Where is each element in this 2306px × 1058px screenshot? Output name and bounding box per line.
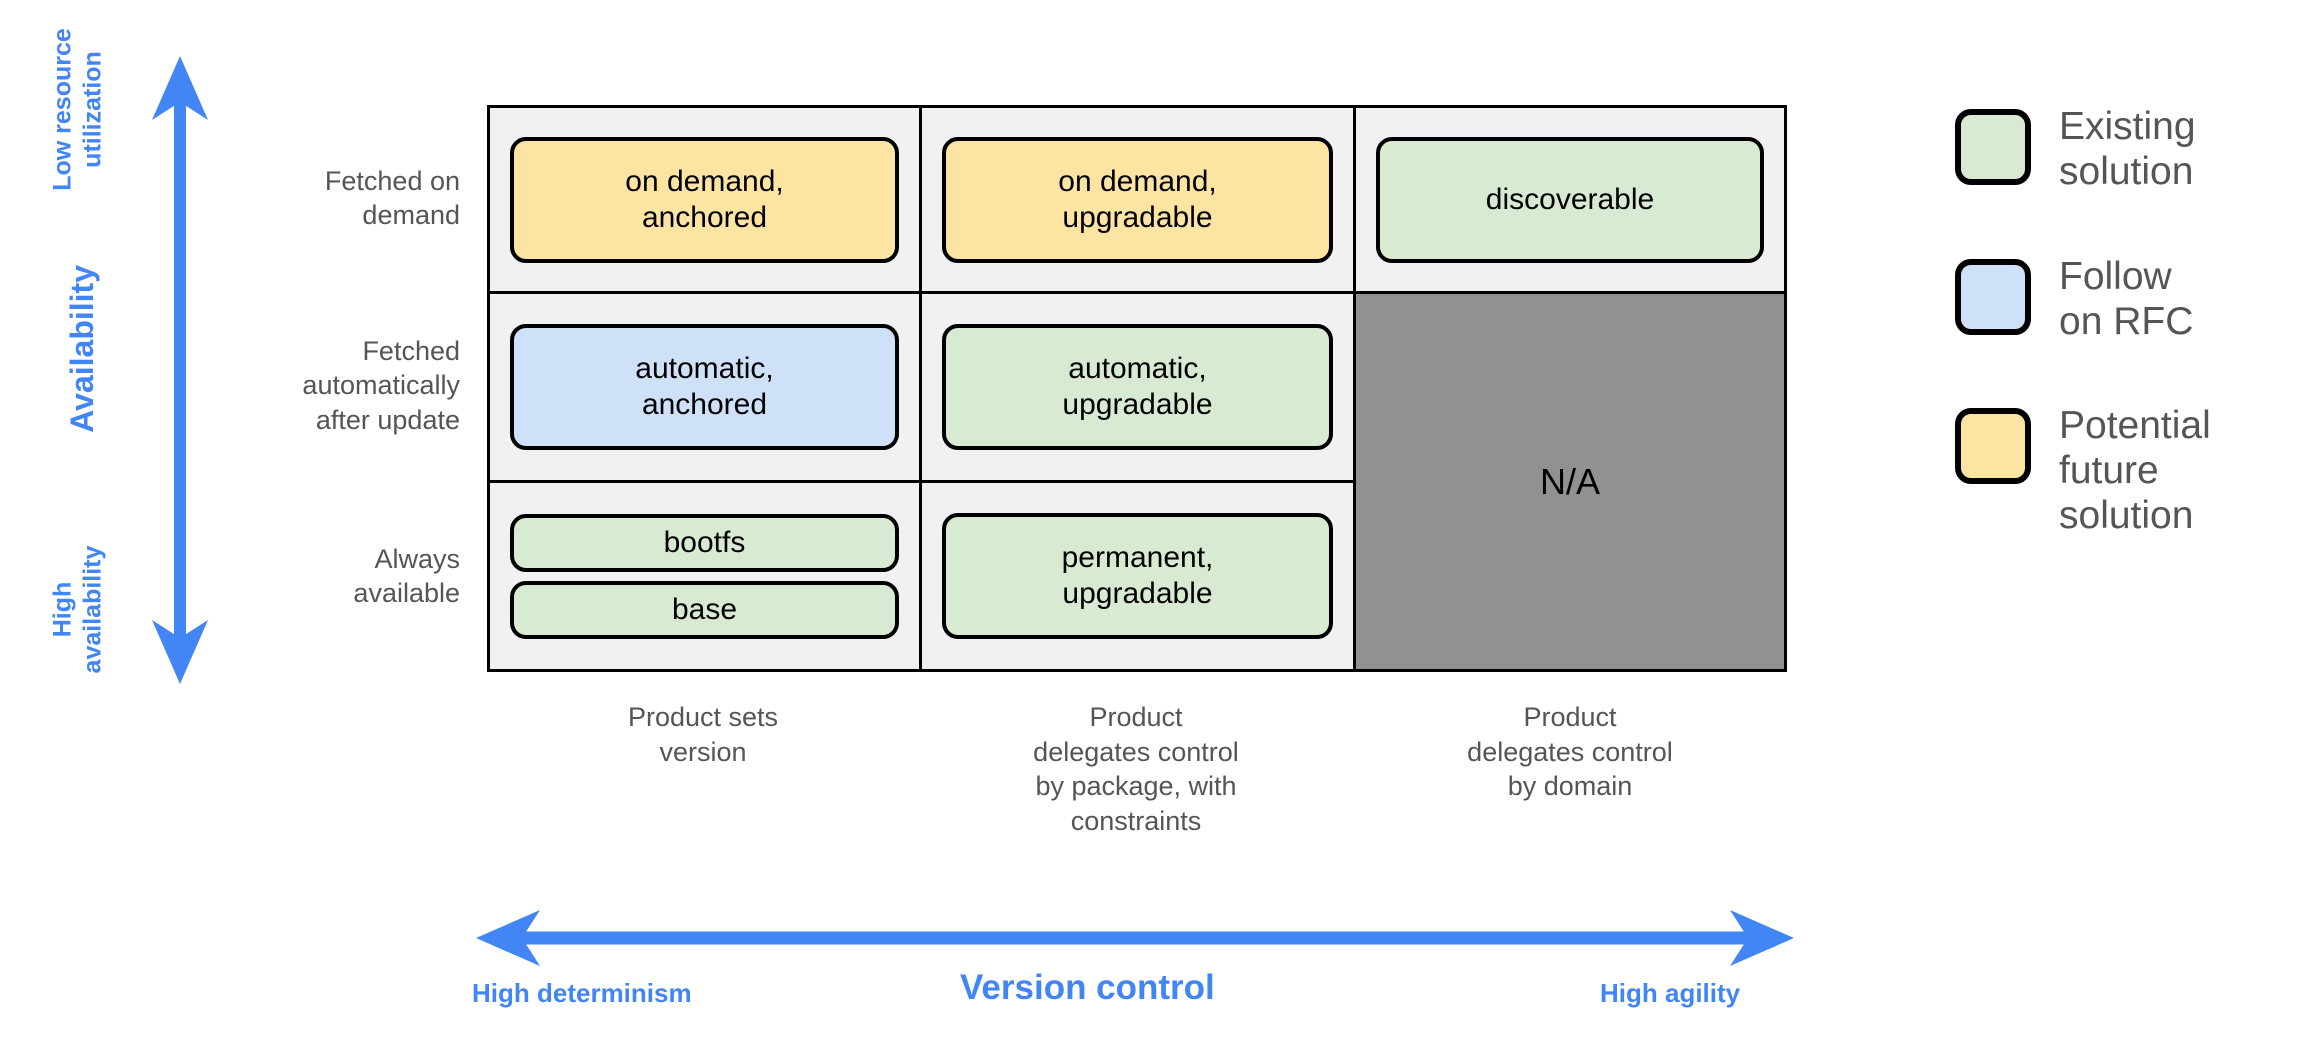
legend-swatch-icon	[1955, 258, 2031, 335]
matrix-cell-r1-c1: automatic, upgradable	[922, 294, 1356, 483]
legend-swatch-icon	[1955, 408, 2031, 485]
legend-label: Potential future solution	[2059, 404, 2211, 538]
y-axis-title: Availability	[64, 265, 101, 433]
matrix-chip[interactable]: automatic, upgradable	[942, 324, 1333, 450]
matrix-chip[interactable]: on demand, upgradable	[942, 136, 1333, 263]
matrix-cell-r1-c0: automatic, anchored	[490, 294, 922, 483]
matrix-cell-r0-c2: discoverable	[1356, 108, 1784, 294]
legend-item-2[interactable]: Potential future solution	[1955, 404, 2300, 539]
y-axis-top-label: Low resource utilization	[48, 28, 107, 191]
row-label-0: Fetched on demand	[324, 165, 460, 230]
matrix-chip[interactable]: discoverable	[1376, 136, 1764, 263]
x-axis-title: Version control	[960, 968, 1215, 1007]
matrix-chip[interactable]: on demand, anchored	[510, 136, 899, 263]
matrix-grid: on demand, anchored on demand, upgradable…	[487, 105, 1787, 672]
matrix-chip[interactable]: permanent, upgradable	[942, 513, 1333, 639]
y-axis-bottom-label: High availability	[48, 545, 107, 674]
row-label-1: Fetched automatically after update	[302, 336, 460, 435]
matrix-cell-r2-c1: permanent, upgradable	[922, 483, 1356, 669]
x-axis-right-label: High agility	[1600, 978, 1741, 1008]
legend-label: Existing solution	[2059, 105, 2196, 193]
matrix-cell-r0-c0: on demand, anchored	[490, 108, 922, 294]
x-axis-left-label: High determinism	[472, 978, 692, 1008]
column-label-0: Product sets version	[627, 702, 779, 767]
matrix-chip[interactable]: automatic, anchored	[510, 324, 899, 450]
row-label-2: Always available	[353, 543, 460, 608]
matrix-cell-r0-c1: on demand, upgradable	[922, 108, 1356, 294]
matrix-cell-r2-c0: bootfs base	[490, 483, 922, 669]
matrix-cell-na: N/A	[1356, 294, 1784, 669]
matrix-chip[interactable]: bootfs	[510, 513, 899, 572]
legend-item-0[interactable]: Existing solution	[1955, 105, 2300, 195]
x-axis-double-arrow-icon	[476, 910, 1794, 966]
column-label-2: Product delegates control by domain	[1467, 702, 1673, 802]
matrix-chip[interactable]: base	[510, 580, 899, 639]
legend-label: Follow on RFC	[2059, 254, 2194, 343]
legend-item-1[interactable]: Follow on RFC	[1955, 255, 2300, 345]
legend-swatch-icon	[1955, 109, 2031, 185]
y-axis-double-arrow-icon	[152, 56, 208, 684]
column-label-1: Product delegates control by package, wi…	[1033, 702, 1239, 836]
column-label-row: Product sets version Product delegates co…	[487, 700, 1787, 890]
